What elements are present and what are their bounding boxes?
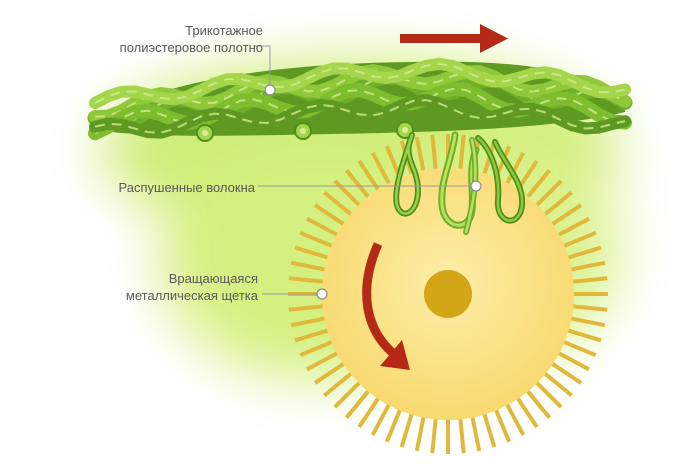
fabric-direction-arrow-icon bbox=[400, 24, 508, 53]
brush-tooth bbox=[469, 413, 482, 452]
brush-tooth bbox=[299, 338, 337, 358]
brush-tooth bbox=[532, 378, 563, 409]
brush-tooth bbox=[567, 315, 606, 328]
brush-tooth bbox=[503, 400, 526, 437]
brush-tooth bbox=[357, 159, 382, 194]
brush-tooth bbox=[333, 179, 364, 210]
brush-tooth bbox=[541, 190, 573, 219]
brush-tooth bbox=[288, 276, 327, 284]
brush-tooth bbox=[481, 410, 497, 448]
brush-tooth bbox=[481, 140, 497, 178]
brush-tooth bbox=[554, 349, 591, 372]
brush-tooth bbox=[305, 349, 342, 372]
brush-tooth bbox=[399, 410, 415, 448]
leader-lines bbox=[255, 45, 474, 295]
label-fibers-text: Распушенные волокна bbox=[118, 180, 255, 195]
brush-tooth bbox=[554, 216, 591, 239]
brush-tooth bbox=[541, 369, 573, 398]
label-knitted-polyester-fabric: Трикотажное полиэстеровое полотно bbox=[120, 22, 263, 56]
brush-tooth bbox=[532, 179, 563, 210]
brush-tooth bbox=[290, 260, 329, 273]
brush-tooth bbox=[458, 134, 466, 173]
label-rotating-brush: Вращающаяся металлическая щетка bbox=[126, 270, 258, 304]
label-fabric-line-1: Трикотажное bbox=[185, 23, 263, 38]
brush-tooth bbox=[430, 134, 438, 173]
brush-tooth bbox=[357, 394, 382, 429]
brush-tooth bbox=[548, 203, 583, 228]
brush-tooth bbox=[559, 338, 597, 358]
brush-tooth bbox=[384, 405, 404, 443]
brush-tooth bbox=[294, 245, 332, 261]
knitted-fabric bbox=[87, 57, 633, 142]
brush-tooth bbox=[503, 151, 526, 188]
brush-tooth bbox=[514, 394, 539, 429]
brush-tooth bbox=[299, 230, 337, 250]
brush-tooth bbox=[370, 151, 393, 188]
yarn-strand-highlight bbox=[94, 62, 626, 104]
brush-tooth bbox=[430, 415, 438, 454]
brush-tooth bbox=[370, 400, 393, 437]
fabric-yarns bbox=[87, 57, 633, 141]
brush-tooth bbox=[313, 203, 348, 228]
brush-hub bbox=[424, 270, 472, 318]
brush-tooth bbox=[564, 327, 602, 343]
brush-tooth bbox=[290, 315, 329, 328]
leader-dots bbox=[264, 84, 482, 300]
yarn-cross-sections bbox=[196, 121, 414, 142]
brush-tooth bbox=[458, 415, 466, 454]
brush-tooth bbox=[323, 369, 355, 398]
brush-tooth bbox=[559, 230, 597, 250]
brush-tooth bbox=[313, 360, 348, 385]
brush-tooth bbox=[344, 169, 373, 201]
yarn-strand-highlight bbox=[94, 99, 626, 134]
brush-tooth bbox=[414, 136, 427, 175]
raised-fibers bbox=[393, 131, 526, 235]
rotating-metal-brush bbox=[288, 134, 608, 454]
brush-tooth bbox=[294, 327, 332, 343]
brush-tooth bbox=[569, 304, 608, 312]
brush-tooth bbox=[523, 169, 552, 201]
brush-tooth bbox=[567, 260, 606, 273]
brush-tooth bbox=[414, 413, 427, 452]
brush-tooth bbox=[548, 360, 583, 385]
brush-tooth bbox=[323, 190, 355, 219]
brush-tooth bbox=[492, 405, 512, 443]
brush-tooth bbox=[288, 304, 327, 312]
brush-tooth bbox=[523, 387, 552, 419]
rotation-arrow-icon bbox=[362, 242, 410, 370]
label-raised-fibers: Распушенные волокна bbox=[119, 179, 255, 196]
brush-tooth bbox=[344, 387, 373, 419]
label-brush-line-2: металлическая щетка bbox=[125, 288, 258, 303]
brush-tooth bbox=[305, 216, 342, 239]
brush-teeth bbox=[288, 134, 608, 454]
label-fabric-line-2: полиэстеровое полотно bbox=[119, 40, 263, 55]
label-brush-line-1: Вращающаяся bbox=[168, 271, 258, 286]
brush-tooth bbox=[333, 378, 364, 409]
brush-tooth bbox=[564, 245, 602, 261]
brush-tooth bbox=[569, 276, 608, 284]
